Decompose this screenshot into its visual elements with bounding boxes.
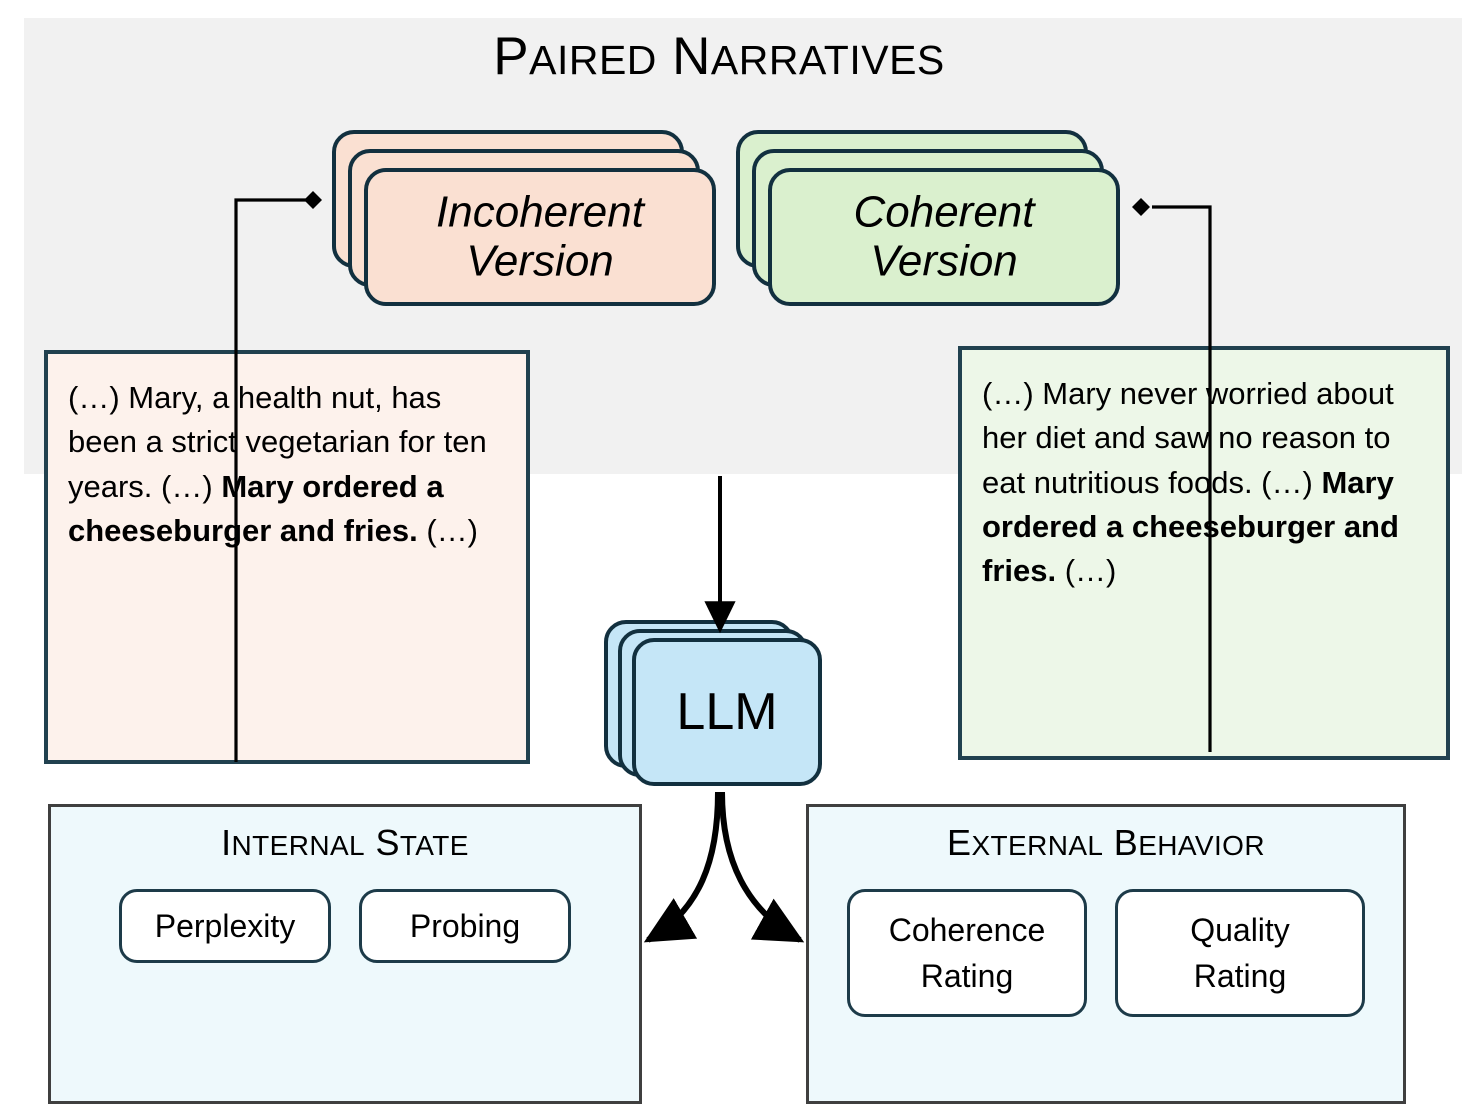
external-title-rest-2: EHAVIOR (1138, 830, 1265, 861)
metric-coherence-line2: Rating (920, 958, 1014, 994)
internal-title-rest-1: NTERNAL (231, 830, 366, 861)
metric-quality-line1: Quality (1190, 911, 1290, 948)
internal-title-cap-1: I (221, 822, 232, 863)
incoherent-version-stack[interactable]: Incoherent Version (332, 130, 722, 308)
incoherent-card-front[interactable]: Incoherent Version (364, 168, 716, 306)
coherent-card-label: Coherent Version (772, 188, 1116, 287)
llm-label: LLM (676, 683, 778, 741)
metric-quality-rating[interactable]: Quality Rating (1115, 889, 1365, 1017)
title-cap-2: N (672, 27, 711, 86)
external-title-cap-2: B (1113, 822, 1139, 863)
metric-coherence-rating[interactable]: Coherence Rating (847, 889, 1087, 1017)
metric-coherence-line1: Coherence (888, 911, 1046, 948)
title-cap-1: P (493, 27, 530, 86)
internal-title-cap-2: S (375, 822, 400, 863)
incoherent-example-box: (…) Mary, a health nut, has been a stric… (44, 350, 530, 764)
metric-probing[interactable]: Probing (359, 889, 571, 963)
coherent-label-line2: Version (870, 237, 1018, 286)
external-behavior-title: EXTERNAL BEHAVIOR (809, 825, 1403, 861)
coherent-version-stack[interactable]: Coherent Version (736, 130, 1126, 308)
edge-llm-to-external-behavior (719, 791, 805, 943)
coherent-example-box: (…) Mary never worried about her diet an… (958, 346, 1450, 760)
internal-state-metrics: Perplexity Probing (51, 889, 639, 963)
external-behavior-metrics: Coherence Rating Quality Rating (809, 889, 1403, 1017)
metric-quality-line2: Rating (1193, 958, 1287, 994)
incoherent-example-plain-2: (…) (417, 512, 479, 548)
internal-title-rest-2: TATE (399, 830, 469, 861)
incoherent-card-label: Incoherent Version (368, 188, 712, 287)
title-rest-1: AIRED (529, 37, 657, 83)
metric-perplexity[interactable]: Perplexity (119, 889, 331, 963)
coherent-label-line1: Coherent (853, 187, 1035, 237)
external-title-cap-1: E (947, 822, 972, 863)
coherent-card-front[interactable]: Coherent Version (768, 168, 1120, 306)
page-title: PAIRED NARRATIVES (0, 30, 1438, 83)
metric-probing-label: Probing (409, 907, 521, 944)
external-behavior-panel: EXTERNAL BEHAVIOR Coherence Rating Quali… (806, 804, 1406, 1104)
title-rest-2: ARRATIVES (710, 37, 945, 83)
llm-card-front[interactable]: LLM (632, 638, 822, 786)
internal-state-panel: INTERNAL STATE Perplexity Probing (48, 804, 642, 1104)
internal-state-title: INTERNAL STATE (51, 825, 639, 861)
incoherent-label-line1: Incoherent (436, 187, 644, 237)
external-title-rest-1: XTERNAL (971, 830, 1104, 861)
llm-stack[interactable]: LLM (604, 620, 834, 788)
incoherent-label-line2: Version (466, 237, 614, 286)
metric-perplexity-label: Perplexity (154, 907, 296, 944)
edge-llm-to-internal-state (643, 791, 721, 943)
coherent-example-plain-2: (…) (1056, 553, 1117, 589)
